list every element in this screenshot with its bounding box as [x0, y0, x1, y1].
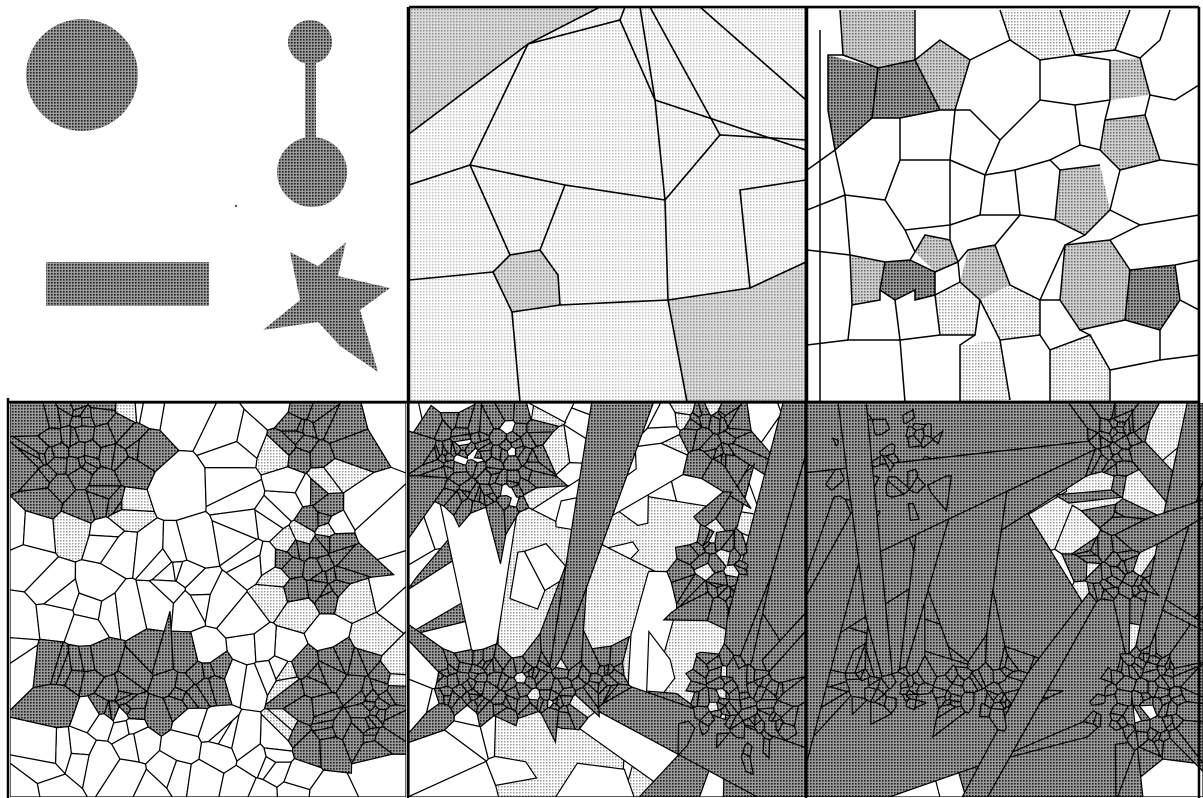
cell-object	[1117, 422, 1125, 427]
shape-star	[263, 242, 390, 372]
cell-boundary	[388, 674, 406, 687]
bottom-panels	[10, 403, 1203, 797]
shape-circle	[26, 19, 138, 131]
panel-shapes	[26, 19, 390, 372]
voronoi-panel	[10, 403, 406, 797]
voronoi-panel	[409, 403, 805, 797]
cell-object	[757, 700, 778, 710]
voronoi-panel	[807, 403, 1203, 797]
shape-rectangle	[46, 262, 209, 306]
speck	[235, 205, 237, 207]
panel-voronoi-level-2	[807, 7, 1199, 402]
shape-dumbbell	[277, 20, 347, 207]
cell-object	[470, 432, 480, 444]
panel-voronoi-level-1	[409, 7, 806, 402]
cell-object	[507, 470, 521, 483]
